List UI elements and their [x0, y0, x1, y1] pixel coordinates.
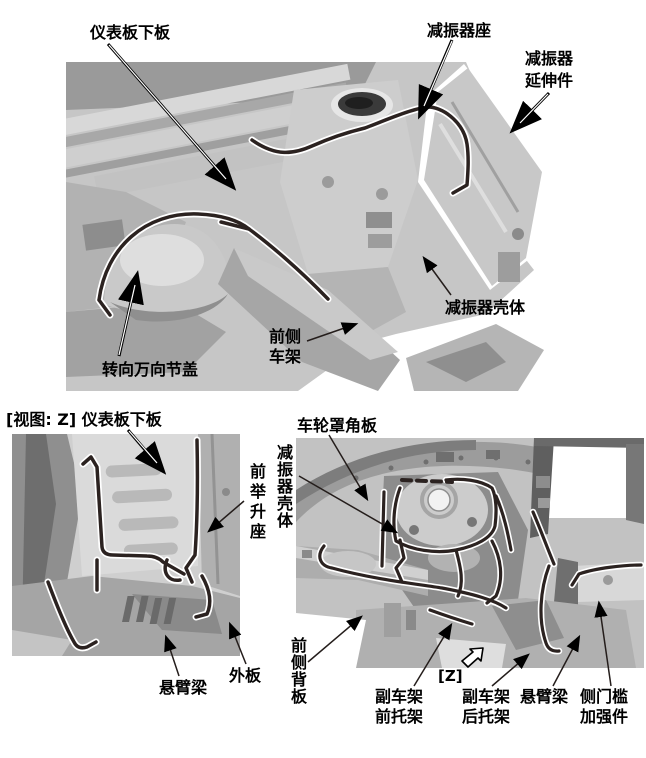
label-damper-housing-right: 减振器壳体: [274, 444, 293, 529]
rear-view-illustration: [296, 438, 644, 668]
label-wheelhouse-gusset: 车轮罩角板: [297, 416, 378, 435]
label-z-marker: [Z]: [438, 667, 463, 685]
label-damper-housing-top: 减振器壳体: [445, 298, 526, 317]
top-view-illustration: [66, 62, 544, 391]
label-front-jack-up-point: 前举升座: [247, 463, 266, 543]
label-steering-joint-cover: 转向万向节盖: [102, 360, 199, 379]
label-damper-base: 减振器座: [427, 21, 492, 40]
label-subframe-front-bracket: 副车架 前托架: [375, 687, 424, 726]
view-z-block-arrow: [461, 647, 484, 668]
label-outrigger-left: 悬臂梁: [159, 678, 208, 697]
label-dash-lower-panel: 仪表板下板: [90, 23, 171, 42]
label-side-sill-reinforcement: 侧门槛 加强件: [580, 687, 629, 726]
view-z-illustration: [12, 434, 240, 656]
label-outrigger-right: 悬臂梁: [520, 687, 569, 706]
label-front-side-back-plate: 前侧背板: [288, 637, 307, 705]
label-outer-panel: 外板: [229, 666, 262, 685]
label-subframe-rear-bracket: 副车架 后托架: [462, 687, 511, 726]
label-damper-extension: 减振器 延伸件: [525, 49, 574, 90]
label-front-side-frame: 前侧 车架: [269, 327, 302, 366]
view-z-header: [视图: Z] 仪表板下板: [6, 410, 162, 429]
